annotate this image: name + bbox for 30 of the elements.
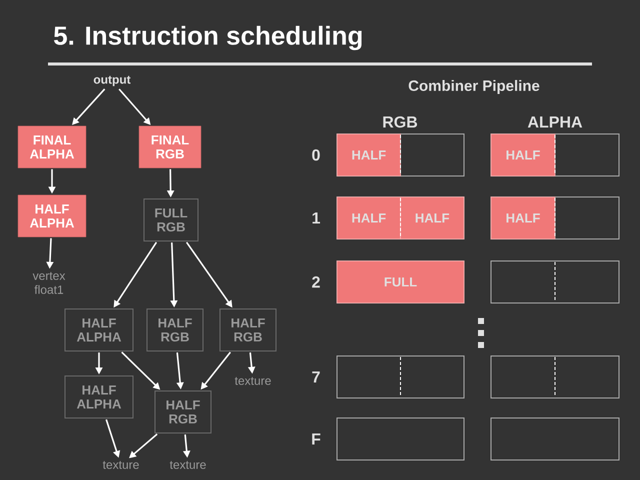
process-box: FULL RGB (144, 198, 198, 242)
filled-slot: HALF (490, 196, 556, 240)
row-number: 2 (312, 276, 320, 288)
row-number: F (312, 434, 320, 444)
filled-slot: HALF (336, 196, 401, 240)
process-box: HALF ALPHA (64, 376, 134, 418)
process-box: HALF RGB (220, 308, 276, 352)
process-box: HALF ALPHA (64, 308, 134, 352)
filled-slot: HALF (400, 196, 464, 240)
filled-slot: HALF (490, 134, 556, 176)
process-box: HALF RGB (154, 390, 212, 434)
row-number: 0 (312, 149, 320, 161)
row-number: 1 (312, 212, 320, 224)
filled-slot: FULL (384, 277, 417, 287)
input-label: texture (102, 461, 139, 469)
row-number: 7 (312, 372, 320, 382)
process-box: HALF RGB (146, 308, 204, 352)
column-heading: RGB (383, 116, 418, 128)
process-box: FINAL ALPHA (18, 126, 86, 168)
filled-slot: HALF (336, 134, 401, 176)
output-label: output (94, 76, 130, 86)
input-label: vertex float1 (32, 272, 66, 294)
title: 5. Instruction scheduling (54, 26, 362, 50)
input-label: texture (170, 461, 206, 469)
column-heading: ALPHA (528, 116, 582, 128)
input-label: texture (234, 377, 271, 385)
process-box: FINAL RGB (138, 126, 202, 168)
panel-heading: Combiner Pipeline (408, 80, 540, 94)
process-box: HALF ALPHA (18, 194, 86, 238)
arrow (72, 88, 106, 125)
